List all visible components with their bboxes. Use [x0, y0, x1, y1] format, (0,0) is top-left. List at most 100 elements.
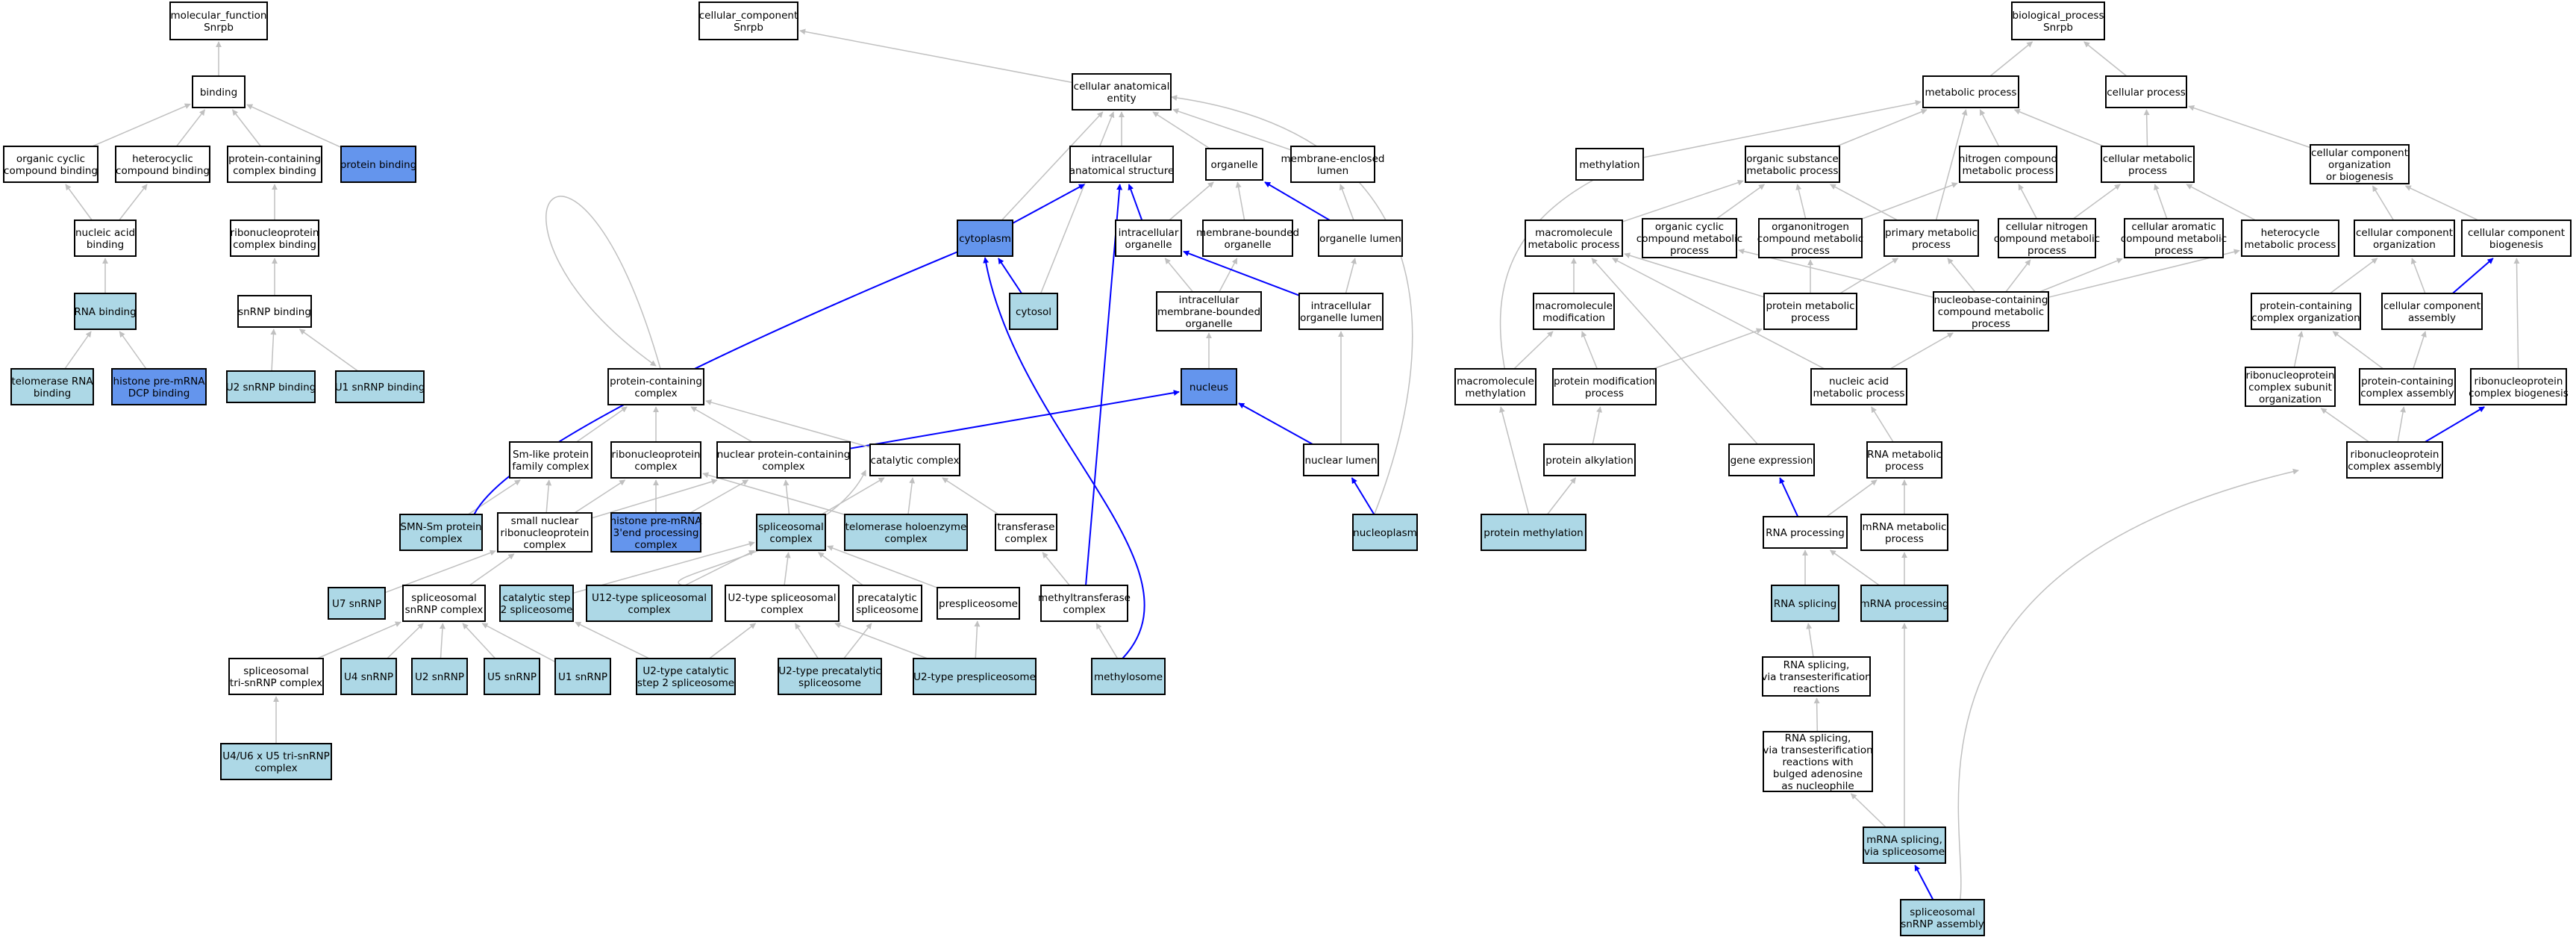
node-nucleoplasm[interactable]: nucleoplasm [1352, 514, 1418, 551]
node-organelle[interactable]: organelle [1205, 148, 1263, 181]
node-u1-snrnp-binding[interactable]: U1 snRNP binding [335, 370, 425, 403]
node-mrna-processing[interactable]: mRNA processing [1860, 585, 1949, 622]
node-binding[interactable]: binding [192, 75, 246, 108]
node-cellular-process[interactable]: cellular process [2105, 75, 2187, 108]
node-nuclear-lumen[interactable]: nuclear lumen [1303, 443, 1379, 476]
node-nucleus[interactable]: nucleus [1181, 368, 1237, 405]
node-protein-binding[interactable]: protein binding [340, 146, 417, 183]
node-methylation[interactable]: methylation [1575, 148, 1644, 181]
node-protein-methylation[interactable]: protein methylation [1481, 514, 1586, 551]
node-mrna-splicing-via-spliceosome[interactable]: mRNA splicing,via spliceosome [1863, 827, 1946, 864]
node-u1-snrnp[interactable]: U1 snRNP [554, 658, 611, 695]
node-prespliceosome[interactable]: prespliceosome [937, 587, 1020, 620]
node-metabolic-process[interactable]: metabolic process [1922, 75, 2019, 108]
node-organelle-lumen[interactable]: organelle lumen [1318, 220, 1403, 257]
node-catalytic-complex[interactable]: catalytic complex [869, 443, 960, 476]
node-u2-snrnp[interactable]: U2 snRNP [411, 658, 468, 695]
node-u5-snrnp[interactable]: U5 snRNP [484, 658, 540, 695]
node-methylosome[interactable]: methylosome [1091, 658, 1166, 695]
node-cytoplasm[interactable]: cytoplasm [957, 220, 1013, 257]
node-rna-processing[interactable]: RNA processing [1763, 516, 1848, 549]
node-protein-alkylation[interactable]: protein alkylation [1543, 443, 1636, 476]
node-rna-splicing-transesterification[interactable]: RNA splicing,via transesterificationreac… [1761, 656, 1872, 697]
node-rna-splicing-bulged-adenosine[interactable]: RNA splicing,via transesterificationreac… [1763, 731, 1873, 792]
node-snrnp-binding[interactable]: snRNP binding [237, 295, 312, 328]
node-cytosol[interactable]: cytosol [1009, 293, 1058, 330]
node-gene-expression[interactable]: gene expression [1728, 443, 1815, 476]
node-u2-type-prespliceosome[interactable]: U2-type prespliceosome [913, 658, 1037, 695]
node-label: complex [634, 539, 677, 551]
node-u4-snrnp[interactable]: U4 snRNP [340, 658, 397, 695]
node-rna-binding[interactable]: RNA binding [74, 293, 137, 330]
node-rna-splicing[interactable]: RNA splicing [1771, 585, 1839, 622]
node-u2-snrnp-binding[interactable]: U2 snRNP binding [226, 370, 316, 403]
node-u7-snrnp[interactable]: U7 snRNP [328, 587, 386, 620]
